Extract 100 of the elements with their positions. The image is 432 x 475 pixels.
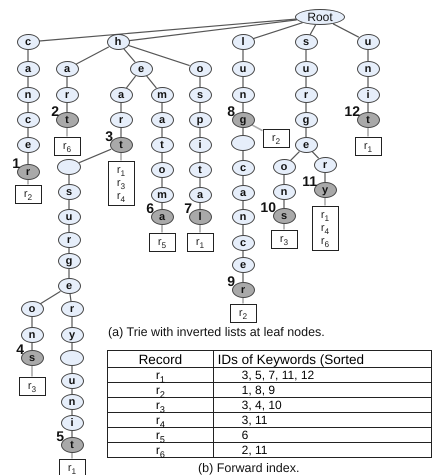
node-letter: t: [65, 114, 69, 126]
trie-node: [56, 87, 78, 103]
node-letter: e: [66, 280, 72, 292]
trie-edge: [76, 46, 110, 65]
trie-edge: [305, 50, 307, 61]
node-letter: u: [302, 64, 310, 74]
node-letter: e: [302, 140, 310, 150]
trie-edge: [305, 77, 307, 87]
trie-node: [232, 209, 254, 225]
trie-edge: [69, 294, 72, 302]
keyword-ids: 2, 11: [242, 442, 268, 456]
trie-node: [232, 34, 254, 50]
trie-node: [16, 61, 40, 77]
keyword-id-number: 5: [56, 429, 64, 443]
trie-node: [188, 87, 212, 103]
empty-trie-node: [60, 350, 84, 366]
inverted-list-box: [58, 458, 86, 475]
node-letter: u: [240, 64, 246, 74]
trie-edge: [66, 77, 68, 87]
trie-node: [294, 112, 318, 128]
trie-node: [130, 61, 152, 77]
node-letter: n: [240, 90, 246, 100]
record-id: r$_{3}$: [156, 398, 165, 412]
node-letter: y: [322, 184, 328, 196]
inverted-list-box: [186, 232, 214, 252]
keyword-ids: 1, 8, 9: [242, 382, 276, 396]
record-id: r$_{2}$: [24, 188, 32, 200]
trie-node: [60, 415, 84, 431]
trie-node: [58, 184, 80, 200]
node-letter: r: [118, 114, 124, 126]
node-letter: o: [196, 64, 204, 74]
node-letter: g: [240, 114, 246, 126]
node-letter: t: [366, 114, 370, 126]
record-id: r$_{5}$: [158, 236, 166, 248]
trie-node: [150, 137, 174, 153]
trie-node: [356, 87, 380, 103]
trie-node: [16, 34, 40, 50]
trie-edge: [123, 48, 136, 62]
inverted-list-box: [312, 206, 338, 250]
keyword-ids: 6: [242, 428, 248, 442]
record-id: r$_{6}$: [62, 140, 72, 152]
record-id: r$_{1}$: [68, 462, 76, 474]
record-id: r$_{4}$: [320, 222, 330, 234]
node-letter: i: [366, 90, 370, 100]
node-letter: h: [114, 36, 122, 48]
node-letter: c: [24, 36, 32, 48]
node-letter: c: [24, 114, 32, 126]
figure-caption: (a) Trie with inverted lists at leaf nodes.: [108, 325, 325, 339]
trie-node: [110, 87, 132, 103]
trie-edge: [27, 180, 29, 184]
record-id: r$_{1}$: [196, 236, 204, 248]
inverted-list-box: [18, 376, 46, 396]
keyword-id-number: 10: [260, 200, 276, 214]
node-letter: n: [364, 64, 372, 74]
trie-edge: [242, 298, 244, 304]
node-letter: e: [24, 140, 32, 150]
node-letter: r: [26, 166, 30, 178]
keyword-id-number: 8: [227, 104, 235, 118]
record-id: r$_{2}$: [238, 306, 248, 320]
record-id: r$_{1}$: [364, 140, 372, 152]
record-id: r$_{6}$: [156, 442, 165, 456]
trie-edge: [31, 366, 33, 376]
inverted-list-box: [108, 160, 134, 206]
column-header: Record: [138, 352, 182, 366]
trie-node: [60, 301, 84, 317]
node-letter: a: [158, 212, 166, 222]
record-id: r$_{1}$: [156, 368, 165, 382]
trie-node: [60, 373, 84, 389]
node-letter: u: [364, 36, 372, 48]
node-letter: g: [66, 256, 72, 266]
trie-edge: [312, 151, 320, 159]
trie-node: [150, 87, 174, 103]
trie-node: [272, 159, 296, 175]
node-letter: l: [198, 212, 202, 222]
node-letter: t: [70, 440, 74, 450]
trie-edge: [129, 19, 297, 42]
inverted-list-box: [148, 232, 176, 252]
node-letter: s: [302, 36, 310, 48]
record-id: r$_{2}$: [156, 382, 165, 396]
node-letter: t: [160, 140, 164, 150]
inverted-list-box: [14, 184, 42, 204]
trie-node: [150, 187, 174, 203]
trie-node: [314, 157, 336, 173]
record-id: r$_{3}$: [116, 176, 126, 190]
keyword-ids: 3, 11: [242, 412, 268, 426]
trie-node: [232, 61, 254, 77]
trie-edge: [242, 225, 244, 235]
trie-edge: [199, 225, 201, 232]
node-letter: e: [138, 64, 144, 74]
trie-edge: [252, 124, 263, 132]
node-letter: n: [240, 212, 246, 222]
trie-node: [232, 235, 254, 251]
record-id: r$_{6}$: [320, 234, 330, 248]
node-letter: l: [241, 36, 245, 48]
trie-edge: [31, 317, 33, 327]
trie-edge: [199, 77, 201, 87]
trie-edge: [146, 76, 157, 88]
trie-node: [16, 112, 40, 128]
node-letter: r: [304, 90, 308, 100]
trie-node: [232, 87, 254, 103]
